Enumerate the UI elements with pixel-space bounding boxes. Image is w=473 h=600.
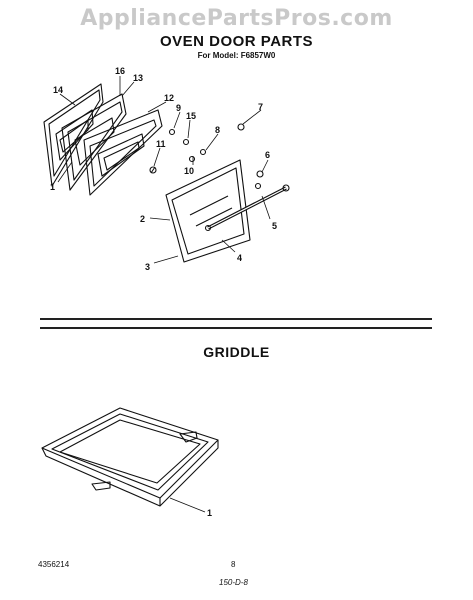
callout-label: 13 [133,73,143,83]
page-title: OVEN DOOR PARTS [159,33,314,50]
door-handle [204,184,290,232]
section-title-griddle: GRIDDLE [203,344,270,360]
callout-label: 1 [50,182,55,192]
section-divider [40,318,432,320]
callout-labels: 14 16 13 12 1 9 15 7 11 8 10 6 2 5 4 3 [50,66,277,272]
leader-lines [57,76,271,264]
glass-panel [165,159,251,263]
callout-label: 14 [53,85,63,95]
footer-part-number: 4356214 [38,560,70,569]
callout-label: 7 [258,102,263,112]
callout-label: 4 [237,253,242,263]
footer-page-number: 8 [231,560,236,569]
callout-label: 2 [140,214,145,224]
callout-label: 8 [215,125,220,135]
callout-label: 5 [272,221,277,231]
callout-label: 16 [115,66,125,76]
callout-label: 11 [156,139,166,149]
griddle-drawing [41,407,219,513]
watermark: AppliancePartsPros.com [80,6,393,31]
outer-door-panel [43,83,104,187]
callout-label: 15 [186,111,196,121]
callout-label: 10 [184,166,194,176]
callout-label: 9 [176,103,181,113]
section-divider [40,327,432,329]
callout-label: 12 [164,93,174,103]
door-liner [83,109,163,196]
callout-label: 1 [207,508,212,518]
screws [149,123,264,190]
footer-handwritten-note: 150-D-8 [219,578,248,587]
model-line: For Model: F6857W0 [197,51,276,60]
callout-label: 3 [145,262,150,272]
callout-label: 6 [265,150,270,160]
